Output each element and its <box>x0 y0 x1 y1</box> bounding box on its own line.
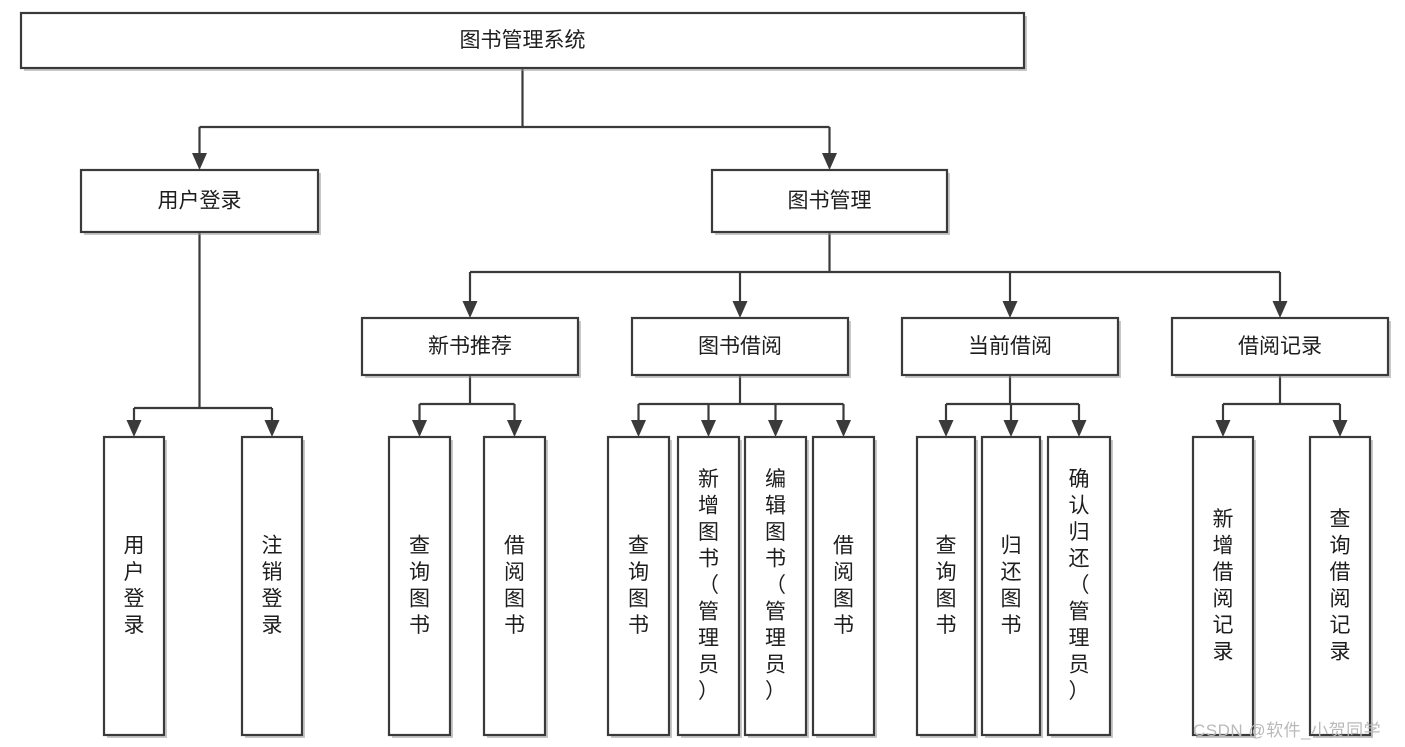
node-rect[interactable] <box>79 168 320 234</box>
node-label: 用户登录 <box>124 534 145 637</box>
edge-root-to-book-management-arrowhead <box>822 153 837 170</box>
node-rect[interactable] <box>387 435 452 737</box>
node-label: 新增借阅记录 <box>1213 507 1234 663</box>
node-rect[interactable] <box>102 435 166 737</box>
node-leaf-nb-borrow[interactable]: 借阅图书 <box>482 435 548 738</box>
edge-bookmgmt-to-current-borrow-arrowhead <box>1002 301 1018 318</box>
edge-borrow-to-edit-book-arrowhead <box>768 420 783 437</box>
node-leaf-bo-borrow[interactable]: 借阅图书 <box>811 435 877 738</box>
node-label: 查询借阅记录 <box>1330 507 1351 663</box>
node-leaf-cu-confirm[interactable]: 确认归还（管理员） <box>1046 435 1113 738</box>
edge-borrow-to-query-book-arrowhead <box>631 420 646 437</box>
node-rect[interactable] <box>1046 435 1112 737</box>
node-rect[interactable] <box>630 316 850 377</box>
node-leaf-re-add[interactable]: 新增借阅记录 <box>1191 435 1256 738</box>
edge-bookmgmt-to-book-borrow-arrowhead <box>732 301 748 318</box>
edge-records-to-add-record-arrowhead <box>1215 420 1231 437</box>
edge-group-borrow <box>631 375 851 437</box>
edge-group-login <box>126 232 280 437</box>
node-label: 新增图书（管理员） <box>698 468 719 703</box>
node-label: 查询图书 <box>628 534 649 637</box>
node-leaf-bo-add[interactable]: 新增图书（管理员） <box>676 435 742 738</box>
edge-borrow-to-add-book-arrowhead <box>701 420 716 437</box>
node-leaf-bo-edit[interactable]: 编辑图书（管理员） <box>743 435 809 738</box>
node-leaf-nb-query[interactable]: 查询图书 <box>387 435 453 738</box>
edge-group-records <box>1215 375 1348 437</box>
node-rect[interactable] <box>710 168 949 234</box>
edge-group-root <box>192 68 837 170</box>
node-rect[interactable] <box>1308 435 1372 737</box>
node-leaf-user-logout[interactable]: 注销登录 <box>240 435 305 738</box>
edges-layer <box>126 68 1348 437</box>
edge-group-bookmgmt <box>462 232 1288 318</box>
node-current[interactable]: 当前借阅 <box>900 316 1121 378</box>
edge-bookmgmt-to-new-book-arrowhead <box>462 301 478 318</box>
edge-borrow-to-borrow-book-arrowhead <box>836 420 851 437</box>
node-root[interactable]: 图书管理系统 <box>19 11 1027 71</box>
edge-newbook-to-borrow-book-arrowhead <box>507 420 522 437</box>
node-rect[interactable] <box>900 316 1120 377</box>
edge-current-to-confirm-return-arrowhead <box>1071 420 1087 437</box>
node-rect[interactable] <box>1191 435 1255 737</box>
node-rect[interactable] <box>240 435 304 737</box>
node-newbook[interactable]: 新书推荐 <box>360 316 581 378</box>
edge-login-to-user-login-arrowhead <box>126 420 142 437</box>
node-rect[interactable] <box>980 435 1042 737</box>
node-label: 确认归还（管理员） <box>1069 468 1090 703</box>
node-leaf-cu-query[interactable]: 查询图书 <box>915 435 978 738</box>
edge-bookmgmt-to-borrow-records-arrowhead <box>1272 301 1288 318</box>
node-login[interactable]: 用户登录 <box>79 168 321 235</box>
node-label: 查询图书 <box>936 534 957 637</box>
node-label: 查询图书 <box>409 534 430 637</box>
node-label: 归还图书 <box>1001 534 1022 637</box>
node-label: 图书管理系统 <box>460 29 586 52</box>
node-records[interactable]: 借阅记录 <box>1170 316 1391 378</box>
node-rect[interactable] <box>915 435 977 737</box>
node-bookmgmt[interactable]: 图书管理 <box>710 168 950 235</box>
node-label: 借阅记录 <box>1238 335 1322 358</box>
node-label: 图书借阅 <box>698 335 782 358</box>
edge-login-to-user-logout-arrowhead <box>264 420 280 437</box>
node-label: 新书推荐 <box>428 335 512 358</box>
node-rect[interactable] <box>19 11 1026 70</box>
node-leaf-user-login[interactable]: 用户登录 <box>102 435 167 738</box>
edge-records-to-query-record-arrowhead <box>1332 420 1348 437</box>
node-leaf-bo-query[interactable]: 查询图书 <box>606 435 672 738</box>
node-rect[interactable] <box>360 316 580 377</box>
node-label: 借阅图书 <box>504 534 525 637</box>
nodes-layer: 图书管理系统用户登录图书管理新书推荐图书借阅当前借阅借阅记录用户登录注销登录查询… <box>19 11 1391 738</box>
edge-current-to-query-book-arrowhead <box>938 420 954 437</box>
node-rect[interactable] <box>1170 316 1390 377</box>
node-borrow[interactable]: 图书借阅 <box>630 316 851 378</box>
node-rect[interactable] <box>482 435 547 737</box>
node-leaf-re-query[interactable]: 查询借阅记录 <box>1308 435 1373 738</box>
edge-current-to-return-book-arrowhead <box>1003 420 1019 437</box>
edge-group-newbook <box>412 375 522 437</box>
node-rect[interactable] <box>811 435 876 737</box>
csdn-watermark: CSDN @软件_小贺同学 <box>1193 721 1382 740</box>
node-rect[interactable] <box>606 435 671 737</box>
node-label: 用户登录 <box>158 190 242 213</box>
node-leaf-cu-return[interactable]: 归还图书 <box>980 435 1043 738</box>
node-rect[interactable] <box>676 435 741 737</box>
edge-root-to-user-login-arrowhead <box>192 153 207 170</box>
node-label: 注销登录 <box>262 534 283 637</box>
edge-group-current <box>938 375 1087 437</box>
edge-newbook-to-query-book-arrowhead <box>412 420 427 437</box>
node-label: 编辑图书（管理员） <box>765 468 786 703</box>
node-label: 图书管理 <box>788 190 872 213</box>
node-label: 借阅图书 <box>833 534 854 637</box>
node-rect[interactable] <box>743 435 808 737</box>
node-label: 当前借阅 <box>968 335 1052 358</box>
